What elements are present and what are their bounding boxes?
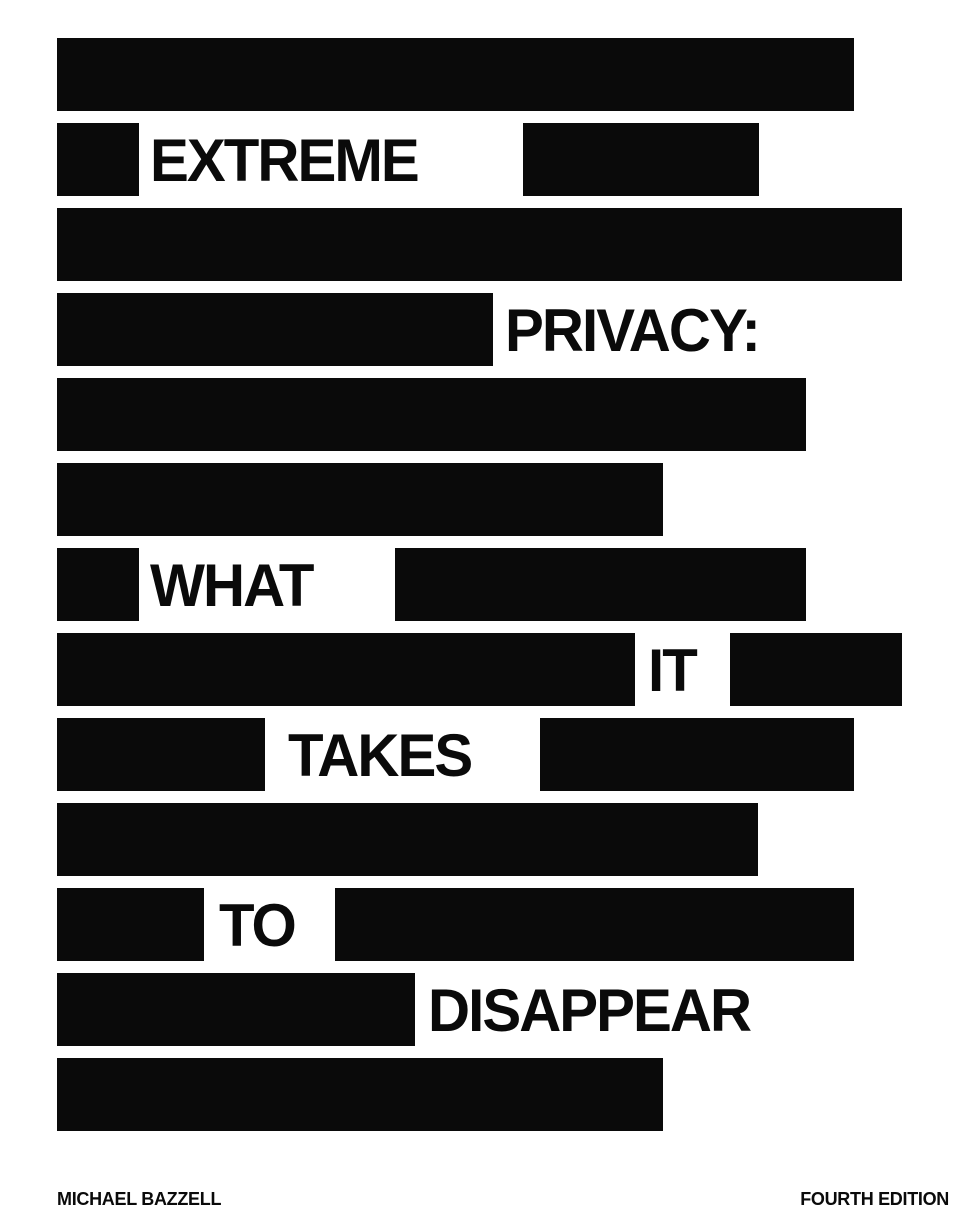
redaction-bar [57,888,204,961]
redaction-bar [57,378,806,451]
title-word-it: IT [648,637,698,704]
redaction-bar [57,38,854,111]
redaction-bar [57,718,265,791]
redaction-bar [57,293,493,366]
redaction-bar [57,1058,663,1131]
redaction-bar [57,548,139,621]
redaction-bar [730,633,902,706]
title-word-privacy: PRIVACY: [505,297,761,364]
author-name: MICHAEL BAZZELL [57,1189,222,1209]
title-word-to: TO [219,892,297,959]
redaction-bar [57,123,139,196]
title-word-extreme: EXTREME [150,127,420,194]
redaction-bar [540,718,854,791]
title-word-disappear: DISAPPEAR [428,977,752,1044]
redaction-bar [395,548,806,621]
redaction-bar [57,463,663,536]
redaction-bar [57,633,635,706]
redaction-bar [335,888,854,961]
edition-label: FOURTH EDITION [800,1189,949,1209]
redaction-bar [57,973,415,1046]
title-word-what: WHAT [150,552,314,619]
redaction-bar [523,123,759,196]
redaction-bar [57,208,902,281]
redaction-bar [57,803,758,876]
title-word-takes: TAKES [288,722,473,789]
